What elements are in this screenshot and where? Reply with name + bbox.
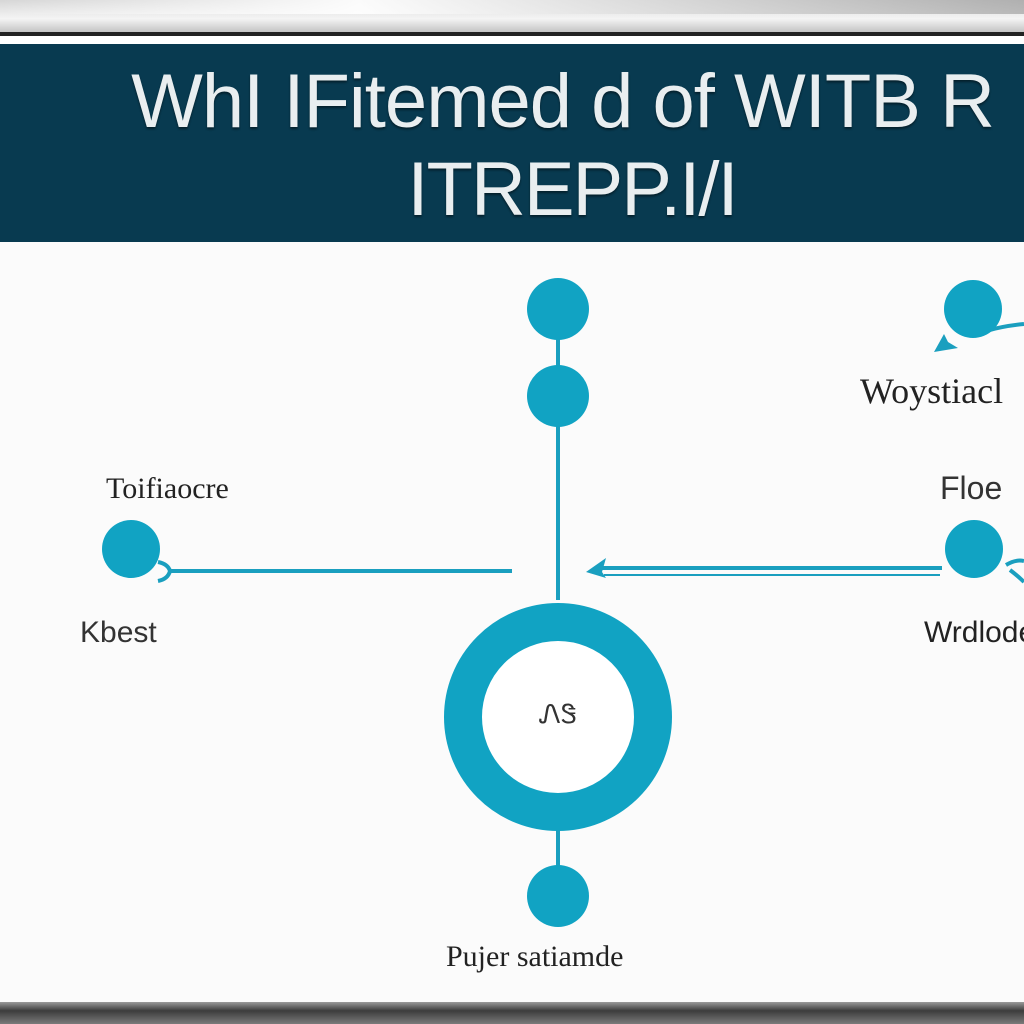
right-connector-tail [1004, 558, 1024, 584]
title-banner: WhI IFitemed d of WITB R ITREPP.I/I [0, 36, 1024, 242]
title-line-1: WhI IFitemed d of WITB R [131, 59, 995, 144]
left-connector-hook [157, 560, 173, 583]
window-top-edge [0, 0, 1024, 34]
label-left-lower: Kbest [80, 616, 157, 649]
window-bottom-edge [0, 1002, 1024, 1024]
spine-node-upper[interactable] [527, 365, 589, 427]
spine-node-top[interactable] [527, 278, 589, 340]
frame-border [0, 32, 1024, 36]
hub-center-label: ᏁᏕ [539, 700, 577, 729]
label-right-upper: Floe [940, 470, 1003, 506]
label-left-upper: Toifiaocre [106, 472, 229, 505]
right-node[interactable] [945, 520, 1003, 578]
top-right-pointer [934, 334, 958, 352]
label-right-lower: Wrdlode [924, 616, 1024, 649]
central-hub-ring[interactable] [444, 603, 672, 831]
left-node[interactable] [102, 520, 160, 578]
bottom-node[interactable] [527, 865, 589, 927]
right-connector-arrow [586, 558, 606, 578]
title-line-2: ITREPP.I/I [407, 147, 738, 232]
label-bottom: Pujer satiamde [446, 940, 624, 973]
label-top-right: Woystiacl [860, 371, 1004, 411]
top-right-node[interactable] [944, 280, 1002, 338]
